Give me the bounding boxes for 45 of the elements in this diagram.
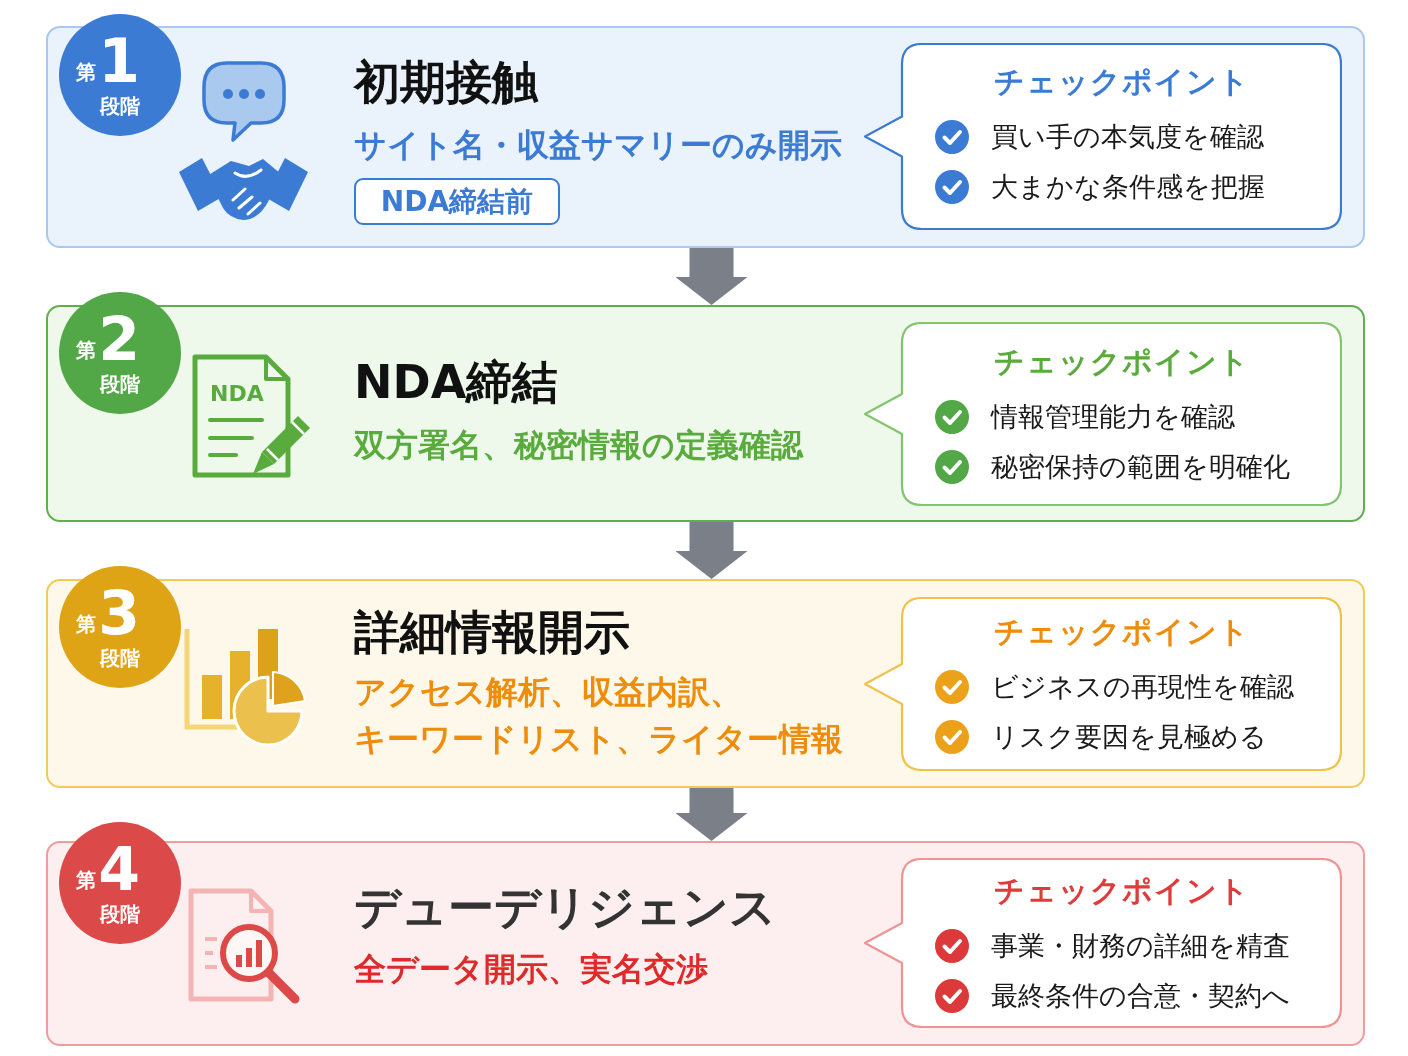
badge-label: 第 [76,340,96,360]
badge-label: 段階 [100,96,140,116]
stage-subtitle: 全データ開示、実名交渉 [354,949,708,989]
badge-label: 第 [76,870,96,890]
checkpoint-item: 事業・財務の詳細を精査 [991,929,1290,963]
checkpoint-item: 大まかな条件感を把握 [991,170,1265,204]
checkpoint-heading: チェックポイント [993,613,1251,651]
stage-title: 初期接触 [354,54,538,110]
checkpoint-heading: チェックポイント [993,63,1251,101]
stage-panel [46,305,1365,522]
badge-label: 段階 [100,648,140,668]
stage-subtitle: サイト名・収益サマリーのみ開示 [354,125,842,165]
checkpoint-item: 最終条件の合意・契約へ [991,979,1290,1013]
checkpoint-item: 秘密保持の範囲を明確化 [991,450,1290,484]
badge-label: 段階 [100,374,140,394]
block-arrow [675,788,748,841]
checkpoint-heading: チェックポイント [993,343,1251,381]
step-number: 2 [98,309,140,369]
badge-label: 段階 [100,904,140,924]
checkpoint-item: リスク要因を見極める [991,720,1267,754]
step-number: 3 [98,583,140,643]
status-tag: NDA締結前 [354,178,560,225]
step-number: 1 [98,31,140,91]
stage-panel [46,26,1365,248]
stage-subtitle: 双方署名、秘密情報の定義確認 [354,425,803,465]
block-arrow [675,248,748,305]
checkpoint-item: 買い手の本気度を確認 [991,120,1264,154]
stage-title: デューデリジェンス [354,879,776,935]
stage-title: 詳細情報開示 [354,604,630,660]
checkpoint-heading: チェックポイント [993,872,1251,910]
document-label: NDA [210,380,264,408]
stage-panel [46,579,1365,788]
stage-panel [46,841,1365,1046]
stage-subtitle: アクセス解析、収益内訳、キーワードリスト、ライター情報 [354,672,844,760]
checkpoint-item: 情報管理能力を確認 [991,400,1235,434]
speech-bubble [864,43,1342,230]
badge-label: 第 [76,614,96,634]
badge-label: 第 [76,62,96,82]
speech-bubble [864,322,1342,506]
block-arrow [675,522,748,579]
checkpoint-item: ビジネスの再現性を確認 [991,670,1294,704]
stage-title: NDA締結 [354,354,559,410]
speech-bubble [864,597,1342,771]
speech-bubble [864,858,1342,1028]
step-number: 4 [98,839,140,899]
